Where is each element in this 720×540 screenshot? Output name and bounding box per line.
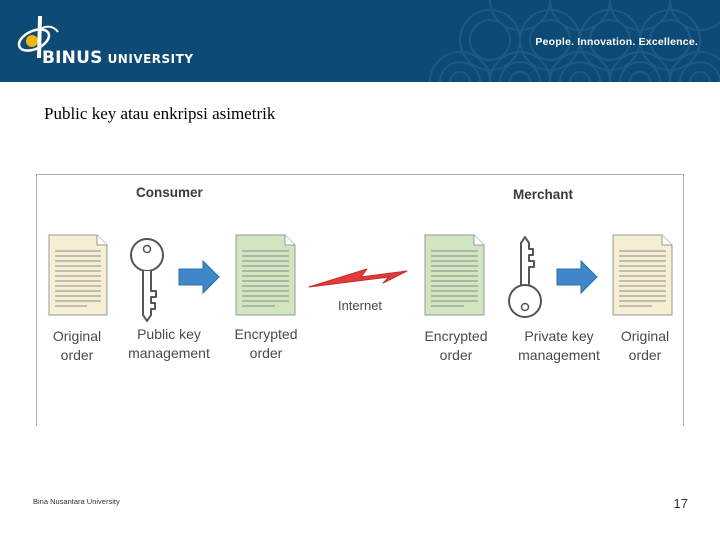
diagram-graphics: [48, 234, 673, 322]
brand-suffix: UNIVERSITY: [107, 52, 194, 66]
caption-public-key: Public key management: [128, 326, 210, 361]
slide-title: Public key atau enkripsi asimetrik: [44, 104, 276, 123]
logo-text: BINUS UNIVERSITY: [42, 48, 194, 68]
caption-original-order-1: Original order: [52, 328, 102, 363]
tagline: People. Innovation. Excellence.: [535, 36, 698, 48]
caption-private-key: Private key management: [518, 328, 600, 363]
caption-encrypted-order-2: Encrypted order: [424, 328, 488, 363]
caption-original-order-2: Original order: [620, 328, 670, 363]
public-key-icon: [130, 238, 164, 322]
private-key-icon: [508, 236, 542, 318]
brand-name: BINUS: [42, 48, 103, 68]
document-original-icon: [48, 234, 108, 316]
binus-logo-icon: [17, 16, 59, 58]
caption-encrypted-order-1: Encrypted order: [234, 326, 298, 361]
header-bar: BINUS UNIVERSITY People. Innovation. Exce…: [0, 0, 720, 82]
merchant-label: Merchant: [513, 187, 574, 202]
document-original-icon: [612, 234, 673, 316]
arrow-right-icon: [556, 259, 598, 295]
lightning-icon: [308, 268, 408, 288]
header-pattern: [429, 0, 720, 82]
encryption-diagram: Consumer Merchant: [36, 174, 684, 426]
page-number: 17: [673, 496, 688, 511]
consumer-label: Consumer: [136, 185, 203, 200]
footer-university: Bina Nusantara University: [33, 497, 120, 506]
arrow-right-icon: [178, 259, 220, 295]
document-encrypted-icon: [235, 234, 296, 316]
caption-internet: Internet: [337, 298, 383, 313]
document-encrypted-icon: [424, 234, 485, 316]
